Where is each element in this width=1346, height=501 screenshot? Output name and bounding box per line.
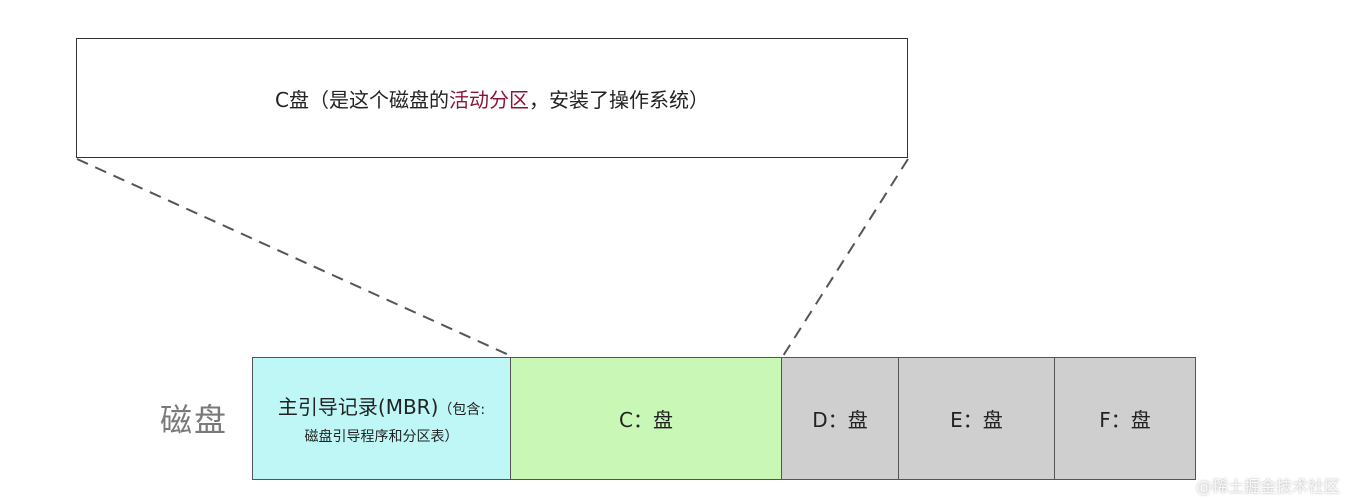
callout-text-after: ，安装了操作系统） [528, 87, 709, 112]
callout-text-before: C盘（是这个磁盘的 [275, 87, 449, 112]
watermark: @稀土掘金技术社区 [1195, 477, 1340, 496]
disk-partition-bar: 主引导记录(MBR)（包含: 磁盘引导程序和分区表） C：盘 D：盘 E：盘 F… [252, 357, 1196, 480]
connector-line-left [76, 158, 512, 357]
mbr-title: 主引导记录(MBR) [277, 395, 439, 419]
partition-mbr: 主引导记录(MBR)（包含: 磁盘引导程序和分区表） [253, 358, 511, 479]
partition-c-label: C：盘 [619, 408, 673, 432]
partition-d: D：盘 [782, 358, 899, 479]
partition-f: F：盘 [1055, 358, 1195, 479]
mbr-note-line2: 磁盘引导程序和分区表） [304, 429, 459, 445]
disk-label: 磁盘 [160, 401, 229, 439]
partition-e: E：盘 [899, 358, 1055, 479]
mbr-title-row: 主引导记录(MBR)（包含: [278, 391, 485, 420]
partition-c: C：盘 [511, 358, 782, 479]
partition-f-label: F：盘 [1099, 408, 1151, 432]
partition-d-label: D：盘 [812, 408, 868, 432]
connector-line-right [782, 158, 909, 357]
callout-text-accent: 活动分区 [448, 87, 529, 112]
mbr-note-open: （包含: [438, 402, 486, 418]
active-partition-callout: C盘（是这个磁盘的活动分区，安装了操作系统） [76, 38, 908, 158]
partition-e-label: E：盘 [950, 408, 1003, 432]
